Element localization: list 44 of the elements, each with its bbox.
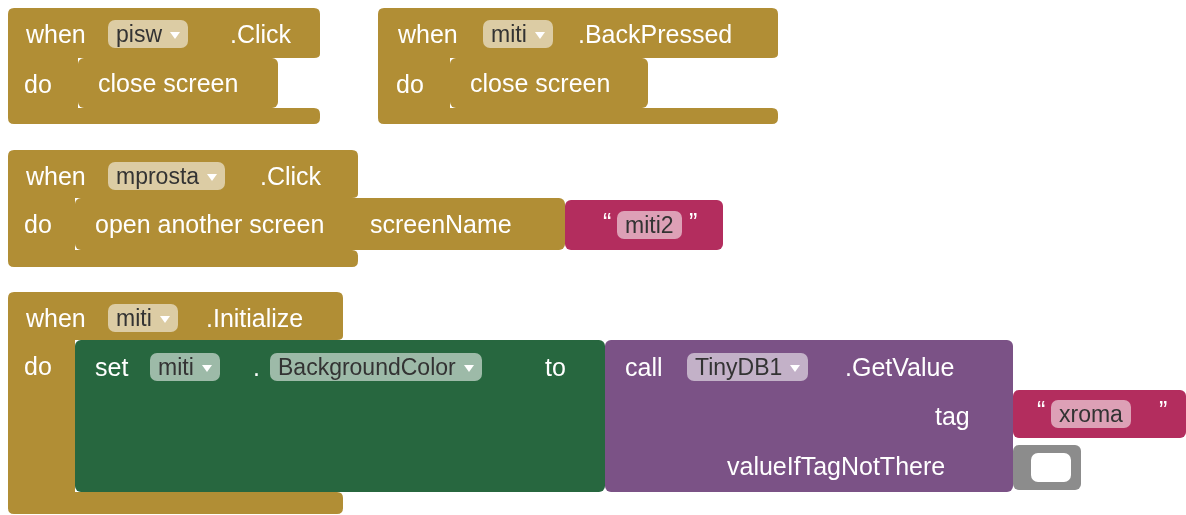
block-label: open another screen: [95, 210, 325, 238]
block-label: when: [26, 162, 86, 190]
event-block: [8, 150, 358, 267]
block-label: valueIfTagNotThere: [727, 452, 946, 480]
block-label: close screen: [98, 69, 239, 97]
dropdown-field: miti: [150, 353, 220, 381]
dropdown-field: BackgroundColor: [270, 353, 482, 381]
block-label: when: [26, 20, 86, 48]
block-label: do: [24, 352, 52, 380]
text-field: xroma: [1051, 400, 1131, 428]
event-block: [378, 8, 778, 124]
text-block: [1013, 390, 1186, 438]
block-label: do: [24, 70, 52, 98]
block-label: set: [95, 353, 129, 381]
block-label: .Click: [260, 162, 322, 190]
block-label: .GetValue: [845, 353, 955, 381]
block-label: screenName: [370, 210, 512, 238]
event-block: [8, 8, 320, 124]
dropdown-field: miti: [108, 304, 178, 332]
block-label: .Initialize: [206, 304, 304, 332]
block-label: .Click: [230, 20, 292, 48]
dropdown-field: pisw: [108, 20, 188, 48]
method-call-block: [605, 340, 1013, 492]
block-label: close screen: [470, 69, 611, 97]
empty-socket-block: [1013, 445, 1081, 490]
text-field: miti2: [617, 211, 682, 239]
block-label: call: [625, 353, 663, 381]
block-label: “: [1037, 396, 1046, 424]
text-block: [565, 200, 723, 250]
block-label: when: [398, 20, 458, 48]
block-label: tag: [935, 402, 970, 430]
setter-block: [75, 340, 605, 492]
dropdown-field: miti: [483, 20, 553, 48]
block-label: to: [545, 353, 566, 381]
block-label: “: [603, 208, 612, 236]
block-label: .: [253, 353, 260, 381]
dropdown-field: mprosta: [108, 162, 226, 190]
block-label: ”: [1159, 396, 1168, 424]
block-label: .BackPressed: [578, 20, 733, 48]
block-label: when: [26, 304, 86, 332]
block-label: do: [24, 210, 52, 238]
block-label: ”: [689, 208, 698, 236]
block-label: do: [396, 70, 424, 98]
dropdown-field: TinyDB1: [687, 353, 809, 381]
